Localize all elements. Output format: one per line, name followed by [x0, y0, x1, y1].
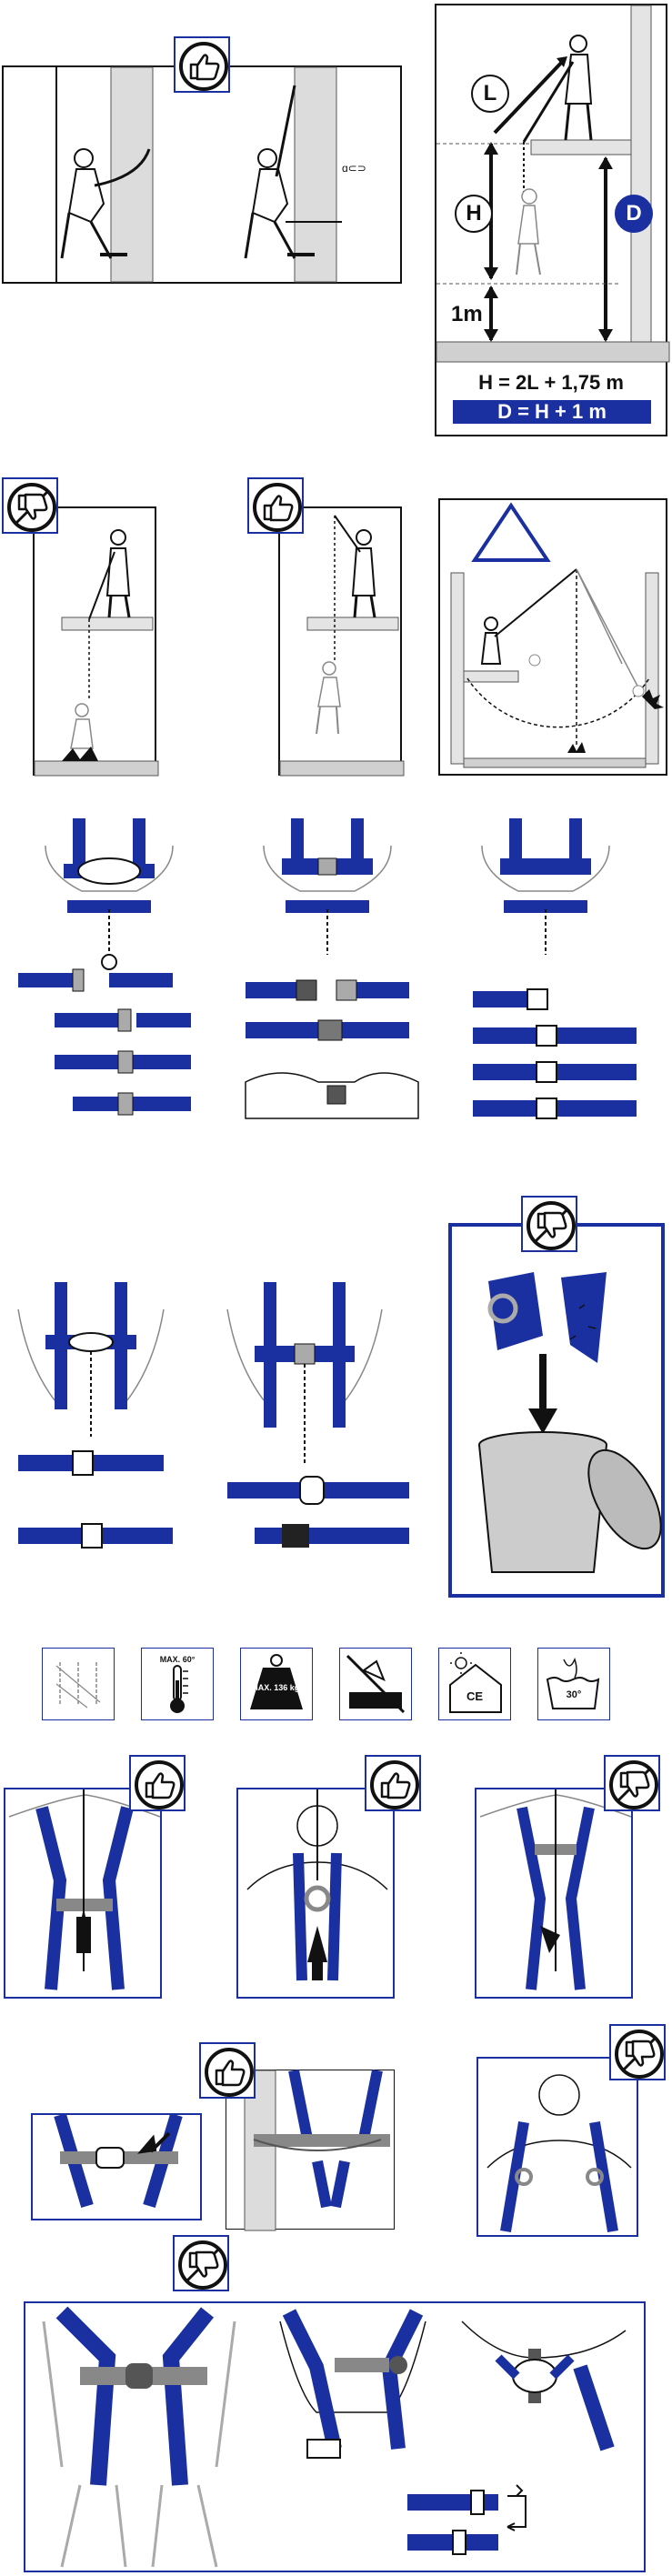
fitting-1-illustration [8, 1789, 161, 1990]
care-no-chemicals [339, 1648, 412, 1720]
disposal-illustration [478, 1272, 662, 1573]
thumbs-down-icon [178, 2240, 227, 2290]
carabiner-label: ɑ⊂⊃ [342, 162, 366, 175]
fall-bad-illustration [34, 529, 159, 777]
fitting-panel-3 [475, 1788, 633, 1999]
fitting-panel-2 [236, 1788, 395, 1999]
wash-text: 30° [566, 1689, 582, 1700]
fitting-panel-4 [31, 2112, 202, 2220]
label-l: L [471, 75, 509, 113]
temperature-text: MAX. 60° [159, 1655, 196, 1664]
fall-good-badge [247, 477, 304, 534]
stitching-icon [55, 1662, 101, 1709]
thermometer-icon [170, 1665, 188, 1713]
label-h: H [455, 195, 493, 233]
fall-bad-badge [2, 477, 58, 534]
care-temperature: MAX. 60° [141, 1648, 214, 1720]
fall-good-illustration [279, 515, 405, 777]
fitting-panel-1 [4, 1788, 162, 1999]
disposal-panel [448, 1223, 665, 1598]
thumbs-down-icon [615, 2030, 664, 2079]
fall-example-warning-panel [438, 498, 667, 776]
harness-type-1 [45, 818, 174, 970]
chest-strap-illustrations [17, 1282, 409, 1549]
care-max-load: MAX. 136 kg. [240, 1648, 313, 1720]
fitting-4-badge [199, 2042, 256, 2099]
fitting-6-badge [609, 2024, 666, 2080]
fitting-2-illustration [246, 1789, 388, 1981]
disposal-badge [521, 1196, 577, 1252]
formula-h: H = 2L + 1,75 m [478, 371, 624, 394]
fall-example-bad-panel [33, 506, 159, 777]
fitting-1-badge [129, 1755, 186, 1811]
thumbs-down-icon [7, 483, 56, 532]
waist-belt-panel [24, 2301, 646, 2572]
max-load-text: MAX. 136 kg. [251, 1683, 302, 1692]
label-1m: 1m [451, 302, 483, 326]
thumbs-down-icon [609, 1760, 658, 1809]
label-d: D [615, 195, 653, 233]
thumbs-up-icon [205, 2048, 254, 2097]
thumbs-up-icon [253, 483, 302, 532]
buckle-steps-2 [245, 979, 419, 1119]
fitting-4-illustration [54, 2112, 183, 2209]
care-stitching [42, 1648, 115, 1720]
chest-strap-1 [17, 1282, 173, 1549]
buckle-illustrations [18, 818, 637, 1119]
fitting-6-illustration [486, 2074, 632, 2232]
thumbs-up-icon [179, 42, 228, 91]
fitting-3-illustration [479, 1789, 632, 1990]
fitting-5-badge [173, 2235, 229, 2291]
fitting-3-badge [604, 1755, 660, 1811]
buckle-steps-3 [473, 988, 637, 1119]
thumbs-up-icon [135, 1760, 184, 1809]
pendulum-fall-illustration [450, 502, 664, 768]
storage-ce-icon [449, 1652, 502, 1713]
thumbs-down-icon [527, 1201, 576, 1250]
climbing-illustration [55, 66, 342, 283]
thumbs-up-icon [370, 1760, 419, 1809]
no-chemicals-icon [346, 1654, 406, 1714]
buckle-steps-1 [18, 968, 191, 1116]
chest-strap-2 [226, 1282, 409, 1548]
anchor-thumbs-up-badge [174, 36, 230, 93]
harness-type-2 [263, 818, 392, 955]
max-load-icon [250, 1654, 303, 1709]
anchor-climbing-panel: ɑ⊂⊃ [2, 65, 402, 284]
fitting-panel-6 [476, 2057, 638, 2237]
fitting-4b-illustration [244, 2069, 390, 2231]
waist-belt-illustration [42, 2306, 627, 2568]
formula-d: D = H + 1 m [453, 400, 651, 424]
care-storage-ce: CE [438, 1648, 511, 1720]
wash-icon [546, 1657, 600, 1709]
fall-clearance-panel: L H D 1m H = 2L + 1,75 m D = H + 1 m [435, 4, 670, 436]
storage-ce-text: CE [466, 1689, 484, 1703]
fitting-2-badge [365, 1755, 421, 1811]
care-wash: 30° [537, 1648, 610, 1720]
fall-example-good-panel [278, 506, 405, 777]
harness-type-3 [481, 818, 610, 955]
